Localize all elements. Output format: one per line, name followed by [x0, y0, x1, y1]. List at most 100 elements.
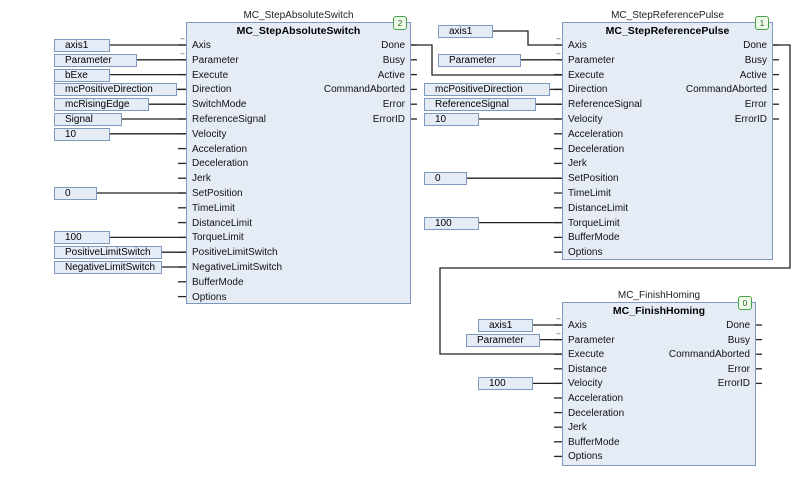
reference-arrow-icon: ↔: [179, 49, 186, 57]
reference-arrow-icon: ↔: [555, 315, 562, 322]
input-pin-axis[interactable]: Axis: [568, 40, 587, 51]
output-pin-errorid[interactable]: ErrorID: [734, 114, 767, 125]
output-pin-busy[interactable]: Busy: [727, 334, 750, 346]
constant-input-100[interactable]: 100: [54, 231, 110, 245]
block-type-name: MC_StepAbsoluteSwitch: [236, 25, 361, 37]
input-pin-acceleration[interactable]: Acceleration: [192, 143, 248, 155]
block-instance-name: MC_FinishHoming: [617, 290, 701, 301]
input-pin-positivelimitswitch[interactable]: PositiveLimitSwitch: [192, 247, 278, 259]
output-pin-active[interactable]: Active: [739, 69, 767, 81]
constant-input-referencesignal[interactable]: ReferenceSignal: [424, 98, 536, 112]
input-pin-direction[interactable]: Direction: [568, 84, 608, 96]
input-pin-switchmode[interactable]: SwitchMode: [192, 99, 247, 111]
constant-input-bexe[interactable]: bExe: [54, 68, 110, 82]
wire-done-to-execute: [439, 44, 791, 355]
execution-order-badge[interactable]: 2: [393, 16, 407, 30]
input-pin-torquelimit[interactable]: TorqueLimit: [192, 232, 244, 244]
constant-input-axis1[interactable]: axis1: [478, 319, 533, 332]
constant-input-mcpositivedirection[interactable]: mcPositiveDirection: [424, 83, 550, 97]
input-pin-options[interactable]: Options: [568, 451, 603, 463]
input-pin-execute[interactable]: Execute: [192, 69, 229, 81]
input-pin-deceleration[interactable]: Deceleration: [568, 407, 625, 419]
input-pin-referencesignal[interactable]: ReferenceSignal: [192, 114, 266, 125]
input-pin-distance[interactable]: Distance: [568, 363, 607, 375]
input-pin-distancelimit[interactable]: DistanceLimit: [568, 202, 629, 214]
output-pin-busy[interactable]: Busy: [382, 54, 405, 66]
input-pin-parameter[interactable]: Parameter: [568, 334, 615, 346]
input-pin-timelimit[interactable]: TimeLimit: [192, 202, 235, 214]
input-pin-jerk[interactable]: Jerk: [192, 173, 211, 185]
constant-input-10[interactable]: 10: [54, 127, 110, 141]
input-pin-torquelimit[interactable]: TorqueLimit: [568, 217, 620, 229]
input-pin-deceleration[interactable]: Deceleration: [192, 158, 249, 170]
input-pin-referencesignal[interactable]: ReferenceSignal: [568, 99, 642, 111]
output-pin-done[interactable]: Done: [726, 320, 750, 331]
input-pin-jerk[interactable]: Jerk: [568, 158, 587, 170]
block-instance-name: MC_StepReferencePulse: [611, 10, 724, 21]
constant-input-mcpositivedirection[interactable]: mcPositiveDirection: [54, 83, 177, 97]
constant-input-parameter[interactable]: Parameter: [438, 53, 521, 67]
constant-input-0[interactable]: 0: [424, 172, 467, 186]
input-pin-setposition[interactable]: SetPosition: [192, 188, 243, 199]
reference-arrow-icon: ↔: [555, 329, 562, 337]
input-pin-velocity[interactable]: Velocity: [568, 378, 603, 390]
constant-input-signal[interactable]: Signal: [54, 113, 122, 126]
output-pin-busy[interactable]: Busy: [744, 54, 767, 66]
execution-order-badge[interactable]: 1: [755, 16, 769, 30]
input-pin-buffermode[interactable]: BufferMode: [192, 276, 244, 288]
output-pin-error[interactable]: Error: [744, 99, 767, 111]
constant-input-mcrisingedge[interactable]: mcRisingEdge: [54, 98, 149, 112]
reference-arrow-icon: ↔: [555, 49, 562, 57]
input-pin-acceleration[interactable]: Acceleration: [568, 393, 624, 404]
output-pin-commandaborted[interactable]: CommandAborted: [668, 349, 750, 361]
input-pin-buffermode[interactable]: BufferMode: [568, 232, 620, 244]
block-type-name: MC_FinishHoming: [612, 305, 706, 317]
input-pin-axis[interactable]: Axis: [568, 320, 587, 331]
input-pin-acceleration[interactable]: Acceleration: [568, 128, 624, 140]
input-pin-timelimit[interactable]: TimeLimit: [568, 188, 611, 199]
input-pin-axis[interactable]: Axis: [192, 40, 211, 51]
input-pin-parameter[interactable]: Parameter: [192, 54, 239, 66]
output-pin-errorid[interactable]: ErrorID: [372, 114, 405, 125]
constant-input-parameter[interactable]: Parameter: [466, 333, 540, 347]
input-pin-velocity[interactable]: Velocity: [192, 128, 227, 140]
reference-arrow-icon: ↔: [555, 35, 562, 42]
input-pin-options[interactable]: Options: [192, 291, 227, 303]
input-pin-distancelimit[interactable]: DistanceLimit: [192, 217, 253, 229]
output-pin-commandaborted[interactable]: CommandAborted: [685, 84, 767, 96]
constant-input-10[interactable]: 10: [424, 113, 479, 126]
constant-input-100[interactable]: 100: [478, 377, 533, 391]
constant-input-parameter[interactable]: Parameter: [54, 53, 137, 67]
input-pin-execute[interactable]: Execute: [568, 69, 605, 81]
input-pin-buffermode[interactable]: BufferMode: [568, 436, 620, 448]
input-pin-direction[interactable]: Direction: [192, 84, 232, 96]
output-pin-active[interactable]: Active: [377, 69, 405, 81]
constant-input-axis1[interactable]: axis1: [438, 25, 493, 38]
output-pin-commandaborted[interactable]: CommandAborted: [323, 84, 405, 96]
input-pin-options[interactable]: Options: [568, 247, 603, 259]
input-pin-parameter[interactable]: Parameter: [568, 54, 615, 66]
constant-input-100[interactable]: 100: [424, 216, 479, 230]
output-pin-error[interactable]: Error: [382, 99, 405, 111]
output-pin-done[interactable]: Done: [743, 40, 767, 51]
input-pin-jerk[interactable]: Jerk: [568, 422, 587, 434]
constant-input-axis1[interactable]: axis1: [54, 39, 110, 52]
input-pin-velocity[interactable]: Velocity: [568, 114, 603, 125]
reference-arrow-icon: ↔: [179, 35, 186, 42]
input-pin-setposition[interactable]: SetPosition: [568, 173, 619, 185]
execution-order-badge[interactable]: 0: [738, 296, 752, 310]
constant-input-negativelimitswitch[interactable]: NegativeLimitSwitch: [54, 261, 162, 274]
output-pin-errorid[interactable]: ErrorID: [717, 378, 750, 390]
constant-input-positivelimitswitch[interactable]: PositiveLimitSwitch: [54, 246, 162, 260]
input-pin-execute[interactable]: Execute: [568, 349, 605, 361]
input-pin-deceleration[interactable]: Deceleration: [568, 143, 625, 155]
output-pin-done[interactable]: Done: [381, 40, 405, 51]
output-pin-error[interactable]: Error: [727, 363, 750, 375]
input-pin-negativelimitswitch[interactable]: NegativeLimitSwitch: [192, 262, 283, 273]
constant-input-0[interactable]: 0: [54, 187, 97, 200]
